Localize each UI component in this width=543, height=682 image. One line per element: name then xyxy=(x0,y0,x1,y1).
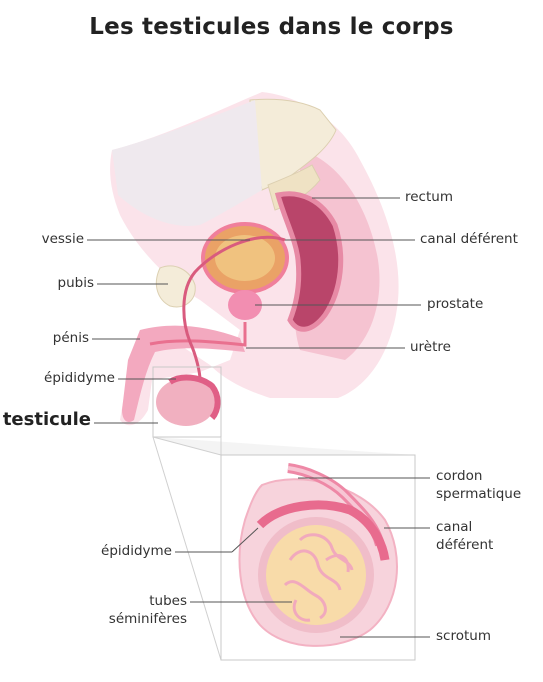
pelvis-cross-section xyxy=(110,92,399,426)
label-prostate: prostate xyxy=(427,296,484,312)
rectum xyxy=(274,191,344,332)
label-testicule: testicule xyxy=(2,409,91,430)
abdominal-area xyxy=(112,100,262,226)
urethra xyxy=(149,322,247,347)
label-uretre: urètre xyxy=(410,339,451,355)
label-epididyme-top: épididyme xyxy=(44,370,115,386)
diagram-title: Les testicules dans le corps xyxy=(89,14,454,40)
zoom-source-box xyxy=(152,366,222,438)
leader-lines xyxy=(87,197,430,638)
epididymis xyxy=(168,374,221,420)
epididymis-detail xyxy=(256,500,390,561)
penis xyxy=(122,325,245,422)
seminiferous-tubules xyxy=(283,533,354,622)
label-epididyme-bottom: épididyme xyxy=(101,543,172,559)
label-deferent: déférent xyxy=(436,537,494,553)
label-tubes: tubes xyxy=(149,593,187,609)
label-seminiferes: séminifères xyxy=(108,611,187,627)
label-scrotum: scrotum xyxy=(436,628,491,644)
testicle-detail xyxy=(238,463,398,647)
label-rectum: rectum xyxy=(405,189,453,205)
label-pubis: pubis xyxy=(57,275,94,291)
label-spermatique: spermatique xyxy=(436,486,522,502)
label-canal: canal xyxy=(436,519,473,535)
label-cordon: cordon xyxy=(436,468,483,484)
prostate-gland xyxy=(228,290,262,320)
label-canal-deferent-top: canal déférent xyxy=(420,231,518,247)
label-vessie: vessie xyxy=(41,231,84,247)
vas-deferens xyxy=(182,235,286,381)
testicle xyxy=(156,378,216,426)
label-penis: pénis xyxy=(52,330,89,346)
